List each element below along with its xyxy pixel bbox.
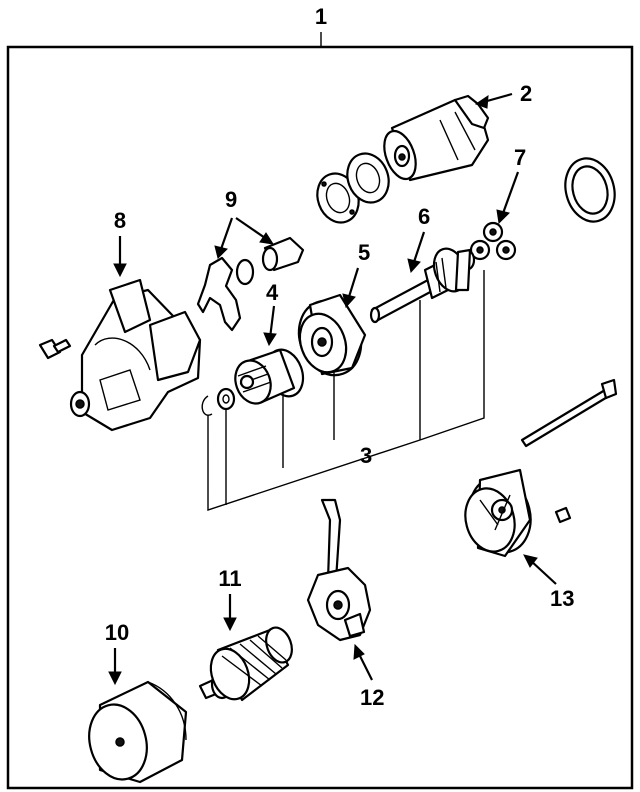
snap-ring — [201, 395, 213, 416]
callout-7: 7 — [514, 145, 526, 170]
end-cover-screw — [554, 506, 572, 524]
through-bolt — [520, 378, 618, 448]
washer — [216, 387, 236, 411]
callout-5-arrow — [346, 267, 360, 301]
yoke-part-10 — [88, 680, 188, 784]
diagram-frame — [6, 45, 634, 790]
callout-3-leaders — [207, 270, 485, 511]
output-shaft-part-6 — [369, 247, 472, 324]
callout-9-arrow-a — [218, 217, 234, 253]
gear-housing-part-5 — [297, 293, 367, 377]
callout-7-arrow — [500, 171, 520, 217]
callout-12-arrow — [357, 651, 373, 681]
brush-holder-part-12 — [306, 498, 372, 642]
callout-6: 6 — [418, 204, 430, 229]
callout-6-arrow — [411, 231, 426, 266]
armature-part-11 — [198, 626, 293, 702]
callout-8: 8 — [114, 208, 126, 233]
callout-10: 10 — [105, 620, 129, 645]
callout-9: 9 — [225, 187, 237, 212]
end-cover-part-13 — [464, 468, 532, 558]
callout-1: 1 — [315, 4, 327, 29]
drive-housing-part-8 — [69, 278, 202, 432]
shift-lever-part-9 — [196, 236, 305, 332]
solenoid-part-2 — [383, 94, 490, 182]
callout-12: 12 — [360, 685, 384, 710]
callout-4-arrow — [268, 305, 276, 339]
callout-5: 5 — [358, 240, 370, 265]
callout-3: 3 — [360, 443, 372, 468]
solenoid-plate — [346, 152, 390, 204]
callout-2: 2 — [520, 81, 532, 106]
callout-9-arrow-b — [235, 217, 269, 241]
callout-4: 4 — [266, 280, 279, 305]
housing-bolt — [38, 338, 72, 360]
pinion-clutch-part-4 — [234, 348, 305, 405]
callout-13: 13 — [550, 586, 574, 611]
callout-13-arrow — [529, 559, 557, 585]
seal-ring — [564, 157, 616, 223]
callout-11: 11 — [218, 566, 241, 591]
